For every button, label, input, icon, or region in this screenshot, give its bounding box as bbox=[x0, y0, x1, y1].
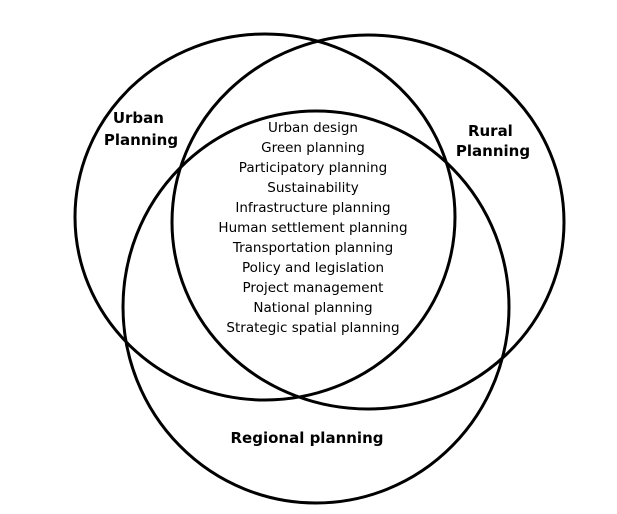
shared-topic-item: Policy and legislation bbox=[242, 260, 384, 276]
urban-planning-label: Urban Planning bbox=[104, 109, 178, 149]
rural-planning-label: Rural Planning bbox=[456, 122, 530, 160]
regional-planning-circle bbox=[121, 109, 511, 505]
shared-topic-item: Project management bbox=[243, 280, 384, 296]
shared-topic-item: Strategic spatial planning bbox=[226, 320, 399, 336]
urban-label-line-1: Urban bbox=[113, 109, 164, 127]
shared-topic-item: Urban design bbox=[268, 120, 358, 136]
rural-label-line-1: Rural bbox=[468, 122, 513, 140]
regional-planning-label: Regional planning bbox=[231, 429, 384, 447]
shared-topic-item: Transportation planning bbox=[232, 240, 393, 256]
rural-label-line-2: Planning bbox=[456, 142, 530, 160]
shared-topic-item: National planning bbox=[253, 300, 372, 316]
shared-topic-item: Human settlement planning bbox=[218, 220, 407, 236]
shared-topic-item: Sustainability bbox=[267, 180, 358, 196]
urban-planning-circle bbox=[73, 32, 457, 402]
shared-topic-item: Green planning bbox=[261, 140, 365, 156]
urban-label-line-2: Planning bbox=[104, 131, 178, 149]
rural-planning-circle bbox=[170, 33, 566, 411]
shared-topic-item: Infrastructure planning bbox=[235, 200, 390, 216]
shared-topic-item: Participatory planning bbox=[239, 160, 387, 176]
